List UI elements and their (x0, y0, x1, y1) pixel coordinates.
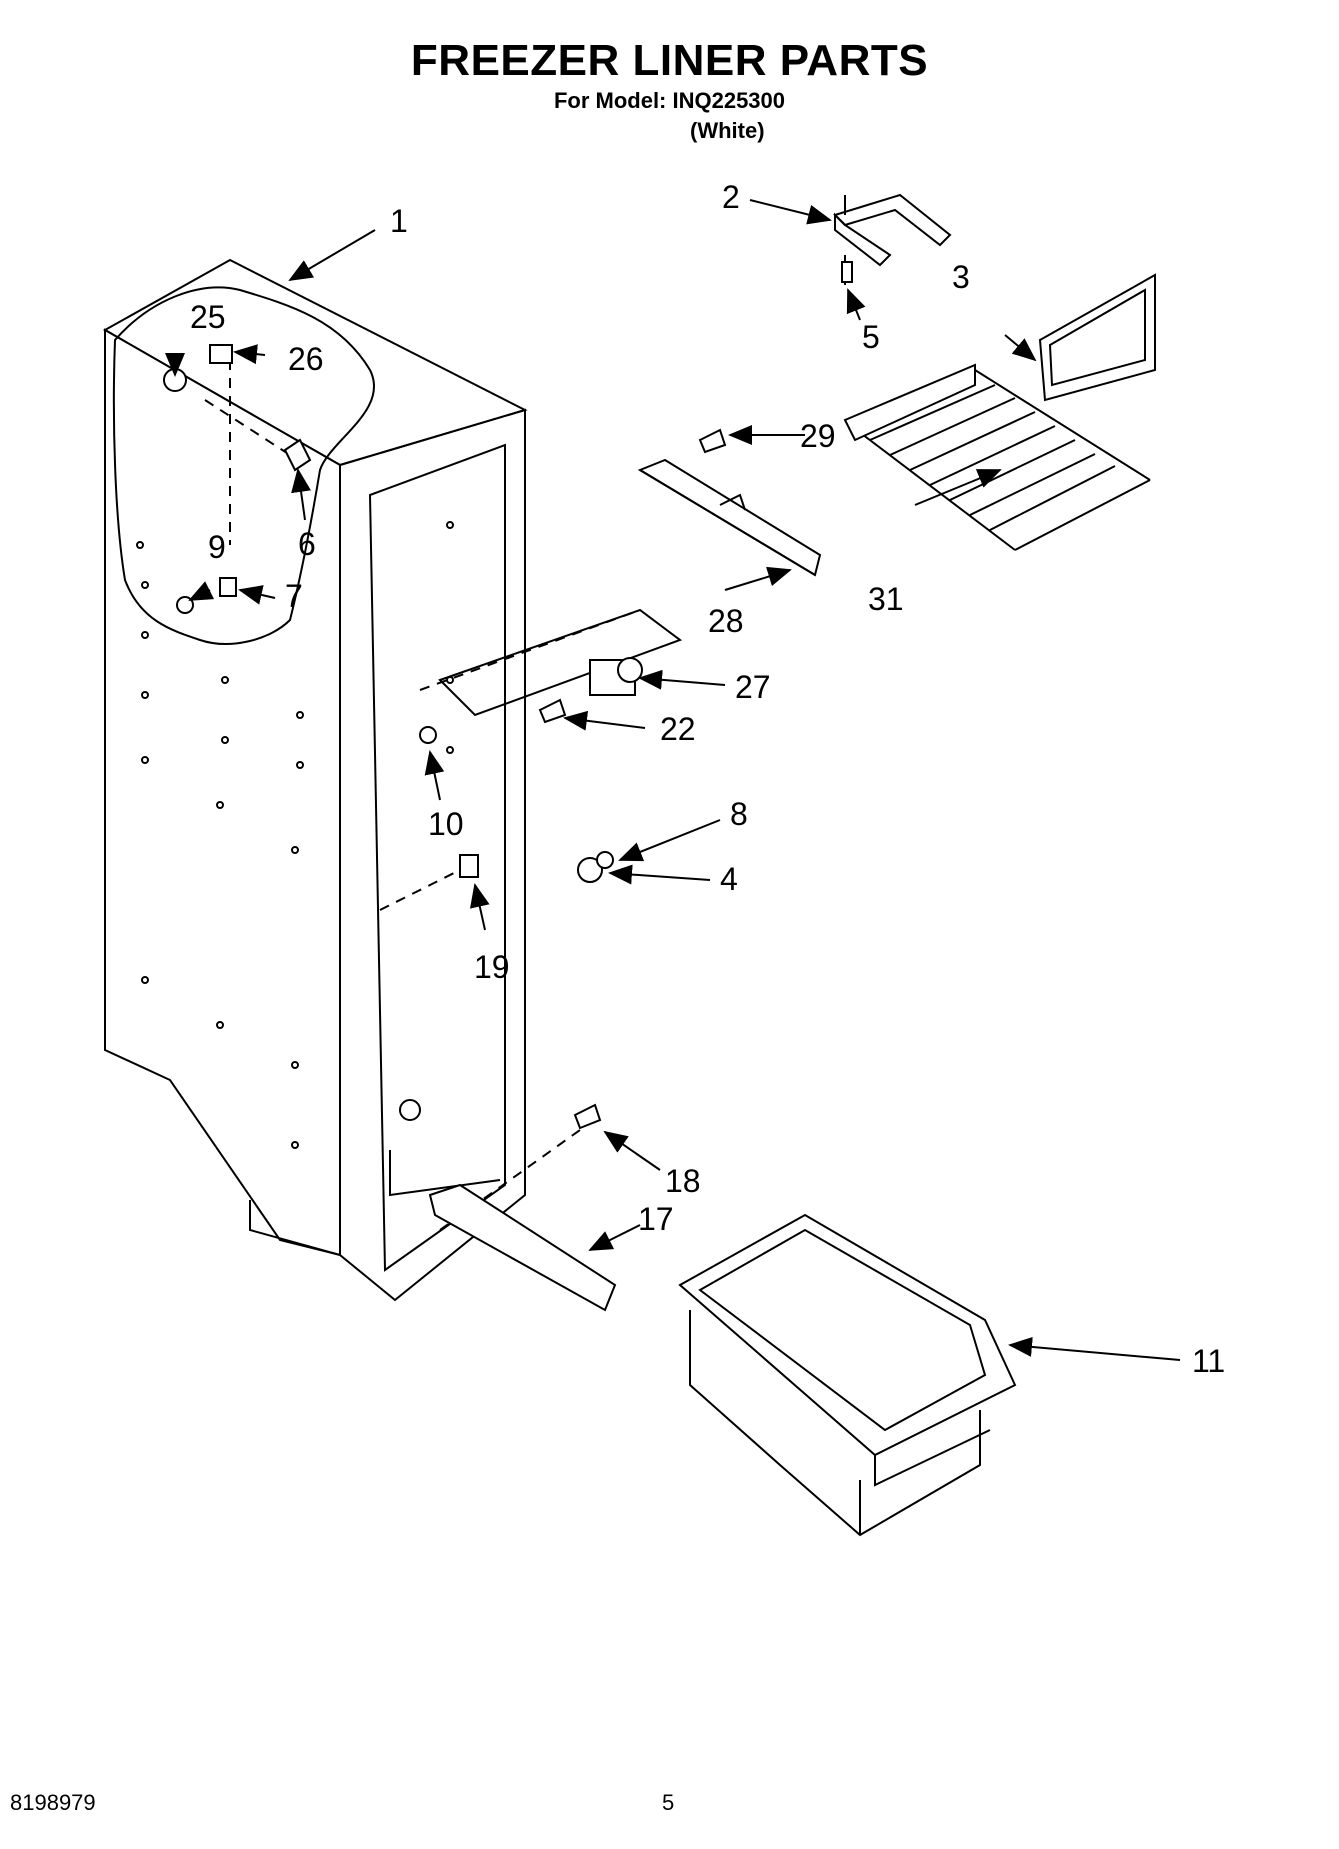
part-11-bin-drawing (678, 1213, 1017, 1537)
part-29-screw-drawing (698, 428, 727, 454)
callout-31: 31 (868, 581, 904, 617)
freezer-liner-drawing (102, 258, 641, 1302)
color-line: (White) (690, 118, 765, 143)
callout-17: 17 (638, 1201, 674, 1237)
part-17-plate-drawing (428, 1183, 617, 1312)
part-9-screw-drawing (176, 596, 194, 614)
callout-29: 29 (800, 418, 836, 454)
callout-6: 6 (298, 526, 316, 562)
callout-22: 22 (660, 711, 696, 747)
callout-8: 8 (730, 796, 748, 832)
callout-4: 4 (720, 861, 738, 897)
callout-19: 19 (474, 949, 510, 985)
callout-3: 3 (952, 259, 970, 295)
part-4-knob-drawing (577, 851, 614, 883)
part-27-bracket-drawing (438, 608, 683, 717)
part-10-clip-drawing (419, 726, 437, 744)
part-26-socket-drawing (209, 344, 233, 364)
callout-26: 26 (288, 341, 324, 377)
callout-7: 7 (285, 578, 303, 614)
part-28-rail-drawing (637, 458, 822, 577)
page-number: 5 (662, 1790, 675, 1815)
callout-28: 28 (708, 603, 744, 639)
callout-2: 2 (722, 179, 740, 215)
part-18-screw-drawing (573, 1103, 602, 1130)
part-19-clip-drawing (459, 854, 479, 878)
part-5-screw-drawing (841, 261, 853, 283)
part-6-clip-drawing (283, 438, 312, 472)
callout-27: 27 (735, 669, 771, 705)
part-22-screw-drawing (538, 698, 567, 724)
part-7-bracket-drawing (219, 577, 237, 597)
part-31-shelf-drawing (843, 363, 1151, 551)
callout-5: 5 (862, 319, 880, 355)
callout-25: 25 (190, 299, 226, 335)
callout-11: 11 (1192, 1343, 1225, 1379)
part-3-panel-drawing (1038, 273, 1156, 402)
callout-9: 9 (208, 529, 226, 565)
model-line: For Model: INQ225300 (553, 88, 786, 113)
callout-18: 18 (665, 1163, 701, 1199)
page-title: FREEZER LINER PARTS (410, 36, 929, 85)
callout-10: 10 (428, 806, 464, 842)
doc-number: 8198979 (10, 1790, 96, 1815)
callout-1: 1 (390, 203, 408, 239)
